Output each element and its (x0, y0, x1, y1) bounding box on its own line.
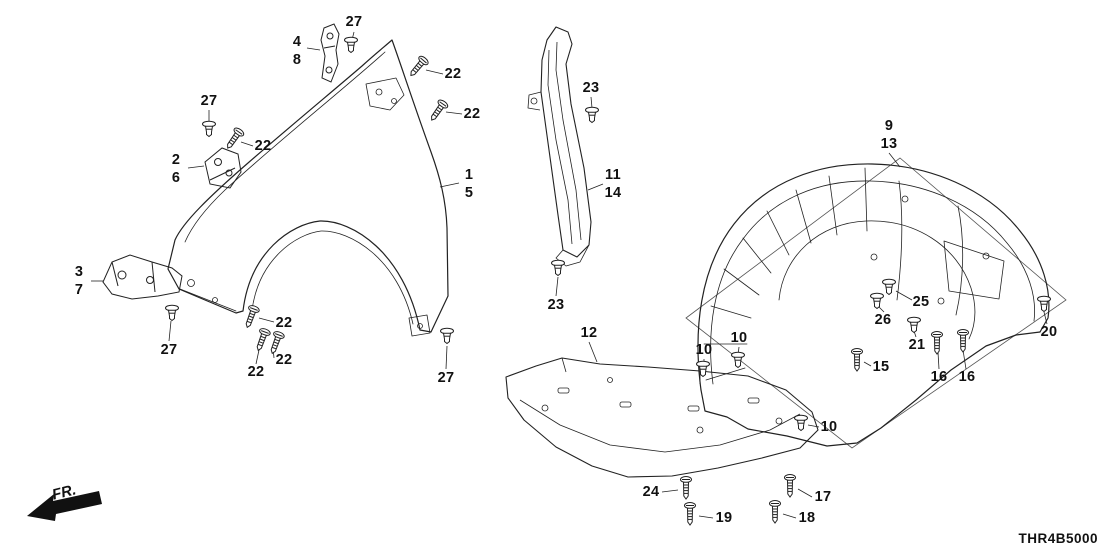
screw-icon (784, 474, 796, 498)
fr-arrow-icon (27, 491, 102, 521)
callout-27: 27 (160, 342, 178, 358)
callout-19: 19 (715, 510, 733, 526)
callout-27: 27 (200, 93, 218, 109)
fastener-icons (165, 36, 1051, 526)
screw-icon (851, 348, 863, 372)
callout-13: 13 (880, 136, 898, 152)
fender-liner-shape (697, 163, 1050, 447)
clip-icon (882, 278, 896, 295)
callout-7: 7 (74, 282, 84, 298)
callout-4: 4 (292, 34, 302, 50)
clip-icon (794, 414, 808, 431)
callout-16: 16 (930, 369, 948, 385)
callout-3: 3 (74, 264, 84, 280)
callout-26: 26 (874, 312, 892, 328)
callout-21: 21 (908, 337, 926, 353)
clip-icon (165, 304, 179, 321)
callout-22: 22 (463, 106, 481, 122)
callout-22: 22 (275, 352, 293, 368)
callout-23: 23 (582, 80, 600, 96)
leader-lines (91, 31, 1048, 519)
callout-22: 22 (275, 315, 293, 331)
screw-icon (684, 502, 696, 526)
fender-bracket-lower-shape (102, 254, 183, 300)
screw-icon (931, 331, 943, 355)
callout-15: 15 (872, 359, 890, 375)
clip-icon (202, 120, 216, 137)
screw-icon (252, 326, 272, 353)
front-pillar-garnish-shape (527, 26, 592, 267)
diagram-code: THR4B5000 (1018, 531, 1098, 546)
screw-icon (426, 97, 450, 124)
callout-20: 20 (1040, 324, 1058, 340)
screw-icon (957, 329, 969, 353)
callout-27: 27 (345, 14, 363, 30)
front-fender-shape (167, 39, 449, 337)
clip-icon (907, 316, 921, 333)
callout-24: 24 (642, 484, 660, 500)
screw-icon (222, 125, 246, 152)
callout-11: 11 (605, 167, 621, 183)
callout-9: 9 (884, 118, 894, 134)
callout-27: 27 (437, 370, 455, 386)
callout-23: 23 (547, 297, 565, 313)
callout-10: 10 (730, 330, 748, 346)
callout-16: 16 (958, 369, 976, 385)
callout-22: 22 (247, 364, 265, 380)
callout-22: 22 (254, 138, 272, 154)
fender-bracket-upper-shape (320, 23, 340, 83)
screw-icon (406, 54, 431, 80)
screw-icon (769, 500, 781, 524)
callout-17: 17 (814, 489, 832, 505)
clip-icon (731, 351, 745, 368)
callout-10: 10 (695, 342, 713, 358)
callout-8: 8 (292, 52, 302, 68)
callout-6: 6 (171, 170, 181, 186)
callout-12: 12 (580, 325, 598, 341)
callout-5: 5 (464, 185, 474, 201)
clip-icon (344, 36, 358, 53)
screw-icon (680, 476, 692, 500)
clip-icon (585, 106, 599, 123)
clip-icon (551, 259, 565, 276)
front-splash-shield-shape (505, 357, 819, 478)
callout-10: 10 (820, 419, 838, 435)
callout-22: 22 (444, 66, 462, 82)
callout-1: 1 (464, 167, 474, 183)
callout-14: 14 (604, 185, 622, 201)
clip-icon (440, 327, 454, 344)
callout-25: 25 (912, 294, 930, 310)
fender-bracket-front-shape (204, 147, 242, 189)
screw-icon (241, 303, 261, 330)
callout-18: 18 (798, 510, 816, 526)
assembly-boundary (685, 157, 1067, 449)
callout-2: 2 (171, 152, 181, 168)
clip-icon (870, 292, 884, 309)
